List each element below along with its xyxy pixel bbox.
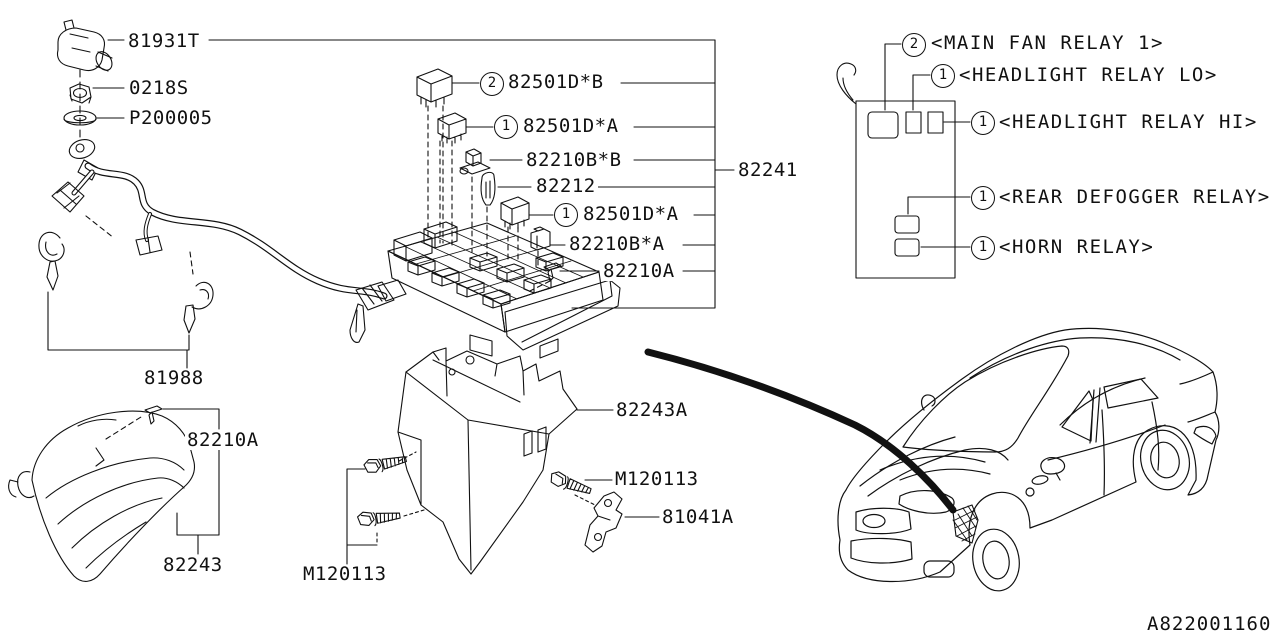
qty-badge: 1: [554, 203, 578, 227]
bolt-drawing-1: [362, 450, 408, 477]
part-label-81041a: 81041A: [660, 506, 736, 528]
location-hatch: [952, 504, 979, 544]
part-label-82210b-a: 82210B*A: [567, 233, 667, 255]
part-label-82501d-b: 82501D*B: [506, 71, 606, 93]
qty-badge: 1: [971, 111, 995, 135]
qty-badge: 1: [931, 64, 955, 88]
harness-drawing: [51, 138, 407, 302]
harness-clip-drawing: [38, 231, 214, 334]
part-label-82501d-a2: 82501D*A: [581, 203, 681, 225]
part-label-82210a-lower: 82210A: [185, 429, 261, 451]
part-label-m120113-right: M120113: [613, 468, 701, 490]
diagram-code: A822001160: [1147, 613, 1272, 635]
qty-badge: 1: [971, 186, 995, 210]
qty-badge: 1: [494, 115, 518, 139]
part-label-82243a: 82243A: [614, 399, 690, 421]
qty-badge: 2: [480, 72, 504, 96]
relay-component-drawings: [416, 68, 562, 282]
bracket-81041a-drawing: [584, 491, 623, 553]
part-label-82243: 82243: [161, 554, 225, 576]
leader-lines: [47, 39, 735, 369]
relay-label-main-fan: <MAIN FAN RELAY 1>: [929, 32, 1166, 54]
qty-badge: 1: [971, 236, 995, 260]
relay-label-rear-defogger: <REAR DEFOGGER RELAY>: [997, 186, 1273, 208]
part-label-82212: 82212: [534, 175, 598, 197]
cover-drawing: [8, 410, 196, 582]
part-label-82501d-a1: 82501D*A: [521, 115, 621, 137]
battery-terminal-drawing: [56, 19, 113, 72]
part-label-82210b-b: 82210B*B: [524, 149, 624, 171]
part-label-82210a-upper: 82210A: [601, 260, 677, 282]
dashed-leaders: [427, 105, 551, 293]
relay-label-horn: <HORN RELAY>: [997, 236, 1157, 258]
part-label-m120113-left: M120113: [301, 563, 389, 585]
part-label-p200005: P200005: [127, 107, 215, 129]
part-label-81988: 81988: [142, 367, 206, 389]
part-label-0218s: 0218S: [127, 77, 191, 99]
qty-badge: 2: [902, 33, 926, 57]
car-drawing: [837, 327, 1220, 592]
location-arrow: [644, 348, 957, 514]
relay-label-headlight-lo: <HEADLIGHT RELAY LO>: [957, 64, 1220, 86]
bolt-drawing-3: [547, 469, 594, 498]
lower-cover-drawing: [397, 347, 578, 575]
bolt-drawing-2: [356, 506, 402, 529]
bottom-leaders: [346, 409, 660, 565]
relay-label-headlight-hi: <HEADLIGHT RELAY HI>: [997, 111, 1260, 133]
relay-box-drawing: [836, 43, 971, 279]
assembly-label-82241: 82241: [736, 159, 800, 181]
part-label-81931t: 81931T: [126, 30, 202, 52]
cover-leaders: [105, 408, 220, 555]
